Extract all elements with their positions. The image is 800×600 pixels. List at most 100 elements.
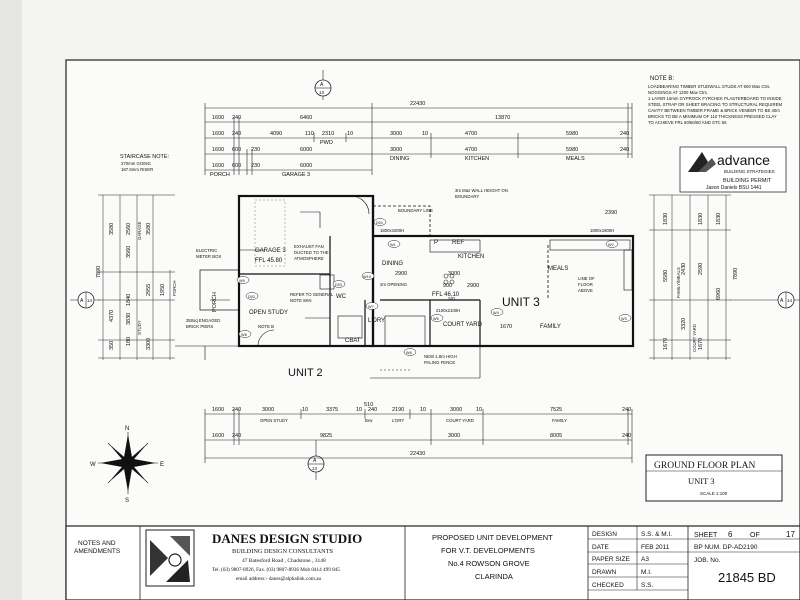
tb-studio-name: DANES DESIGN STUDIO	[212, 531, 362, 546]
dim-label: 1670	[698, 338, 704, 350]
dds-logo-icon	[145, 529, 195, 587]
note-b-block: NOTE B: LOADBEARING TIMBER STUDWALL STUD…	[648, 76, 782, 125]
dim-overall-top: 22430	[410, 101, 425, 107]
room-unit2: UNIT 2	[288, 367, 323, 379]
tb-paper-value: A3	[641, 556, 649, 563]
room-labels: GARAGE 3 FFL 45.80 DINING KITCHEN MEALS …	[212, 240, 568, 379]
dim-caption: STUDY	[137, 320, 142, 335]
dim-label: 3000	[390, 131, 402, 137]
annotation-text: ATMOSPHERE	[294, 256, 324, 261]
note-b-line: CAVITY BETWEEN TIMBER FRAME & BRICK VENE…	[648, 108, 780, 113]
dim-label: 240	[232, 407, 241, 413]
dim-label: 3830	[126, 313, 132, 325]
room-garage-ffl: FFL 45.80	[255, 258, 283, 264]
window-tag: W2	[605, 240, 619, 248]
svg-text:W3: W3	[621, 317, 627, 321]
tb-sheet-label: SHEET	[694, 532, 718, 539]
annotation-text: REFER TO GENERAL	[290, 292, 334, 297]
room-laundry: L'DRY	[368, 318, 385, 324]
dim-label: 2390	[605, 210, 617, 216]
svg-text:D01: D01	[376, 221, 383, 225]
dim-label: 7890	[733, 268, 739, 280]
permit-label: BUILDING PERMIT	[723, 178, 772, 184]
dim-label: 900	[443, 283, 452, 289]
dim-caption: MEALS	[566, 156, 585, 162]
section-number: 13	[319, 90, 325, 95]
tb-of-label: OF	[750, 532, 760, 539]
dim-label: 2560	[126, 223, 132, 235]
dim-label: 350	[109, 341, 115, 350]
dim-caption: GARAGE 3	[282, 172, 310, 178]
room-pantry: P	[434, 240, 438, 246]
note-b-title: NOTE B:	[650, 76, 674, 82]
dim-caption: Brw	[365, 418, 373, 423]
door-tag: D01	[373, 218, 387, 226]
dim-caption: FAMILY	[552, 418, 567, 423]
dim-label: 10	[422, 131, 428, 137]
tb-consultants: BUILDING DESIGN CONSULTANTS	[232, 548, 334, 555]
annotation-text: BOUNDARY LINE	[398, 208, 433, 213]
dim-label: 7525	[550, 407, 562, 413]
dim-label: 240	[622, 407, 631, 413]
dim-label: 5980	[566, 131, 578, 137]
dim-caption: COURT YARD	[446, 418, 474, 423]
staircase-note-line: 270mm GOING	[121, 161, 152, 166]
dim-label: 240	[232, 115, 241, 121]
dim-label: 3000	[450, 407, 462, 413]
section-letter: A	[313, 458, 317, 464]
dim-label: 1600	[212, 115, 224, 121]
tb-job-number: 21845 BD	[718, 570, 776, 585]
dim-label: 110	[305, 131, 314, 137]
room-family: FAMILY	[540, 324, 561, 330]
window-tag: W3	[618, 314, 632, 322]
dim-caption: GARAGE	[137, 221, 142, 240]
dim-caption: DINING	[390, 156, 409, 162]
compass-s: S	[125, 498, 129, 504]
dim-label: 5980	[566, 147, 578, 153]
room-meals: MEALS	[548, 266, 568, 272]
dim-label: 2310	[322, 131, 334, 137]
dim-label: 230	[251, 147, 260, 153]
door-tag: D02	[245, 292, 259, 300]
annotation-text: BRICK PIERS	[186, 324, 213, 329]
dim-label: 3320	[681, 318, 687, 330]
door-tag: D03	[332, 280, 346, 288]
room-open-study: OPEN STUDY	[249, 310, 288, 316]
room-wc: WC	[336, 294, 347, 300]
tb-email: email address:- danes@alphalink.com.au	[236, 576, 322, 582]
note-b-line: TO ACHIEVE FRL 60/60/60 AND STC 55	[648, 120, 727, 125]
dim-label: 10	[476, 407, 482, 413]
annotation-text: FLOOR	[578, 282, 593, 287]
annotation-text: BOUNDARY	[455, 194, 479, 199]
annotation-text: NOTE B	[258, 324, 274, 329]
dim-label: 3375	[326, 407, 338, 413]
tb-checked-value: S.S.	[641, 582, 653, 589]
dim-label: 3000	[448, 271, 460, 277]
annotation-text: LINE OF	[578, 276, 595, 281]
dim-label: 10	[356, 407, 362, 413]
dim-label: 13870	[495, 115, 510, 121]
top-dimension-text: 22430 1600 240 6460 13870 1600 240 4090 …	[210, 101, 629, 178]
window-tag: W5	[430, 314, 444, 322]
dim-caption: PORCH	[210, 172, 230, 178]
room-porch: PORCH	[212, 292, 218, 312]
dim-label: 240	[622, 433, 631, 439]
dim-label: 6000	[300, 163, 312, 169]
dim-label: 240	[232, 433, 241, 439]
dim-caption: L'DRY	[392, 418, 404, 423]
dim-caption: PWD	[320, 140, 333, 146]
svg-text:W1: W1	[390, 243, 396, 247]
permit-stamp: advance BUILDING STRATEGIES BUILDING PER…	[679, 146, 787, 193]
dim-label: 10	[302, 407, 308, 413]
dim-label: 9825	[320, 433, 332, 439]
dim-label: 2430	[681, 263, 687, 275]
dim-caption: OPEN STUDY	[260, 418, 288, 423]
section-mark-left: A 14	[70, 291, 100, 309]
tb-project: PROPOSED UNIT DEVELOPMENT	[432, 533, 553, 542]
permit-sub: BUILDING STRATEGIES	[724, 169, 775, 174]
dim-label: 3560	[126, 246, 132, 258]
section-number: 14	[787, 298, 793, 303]
section-number: 14	[87, 298, 93, 303]
section-mark-right: A 14	[730, 291, 800, 309]
